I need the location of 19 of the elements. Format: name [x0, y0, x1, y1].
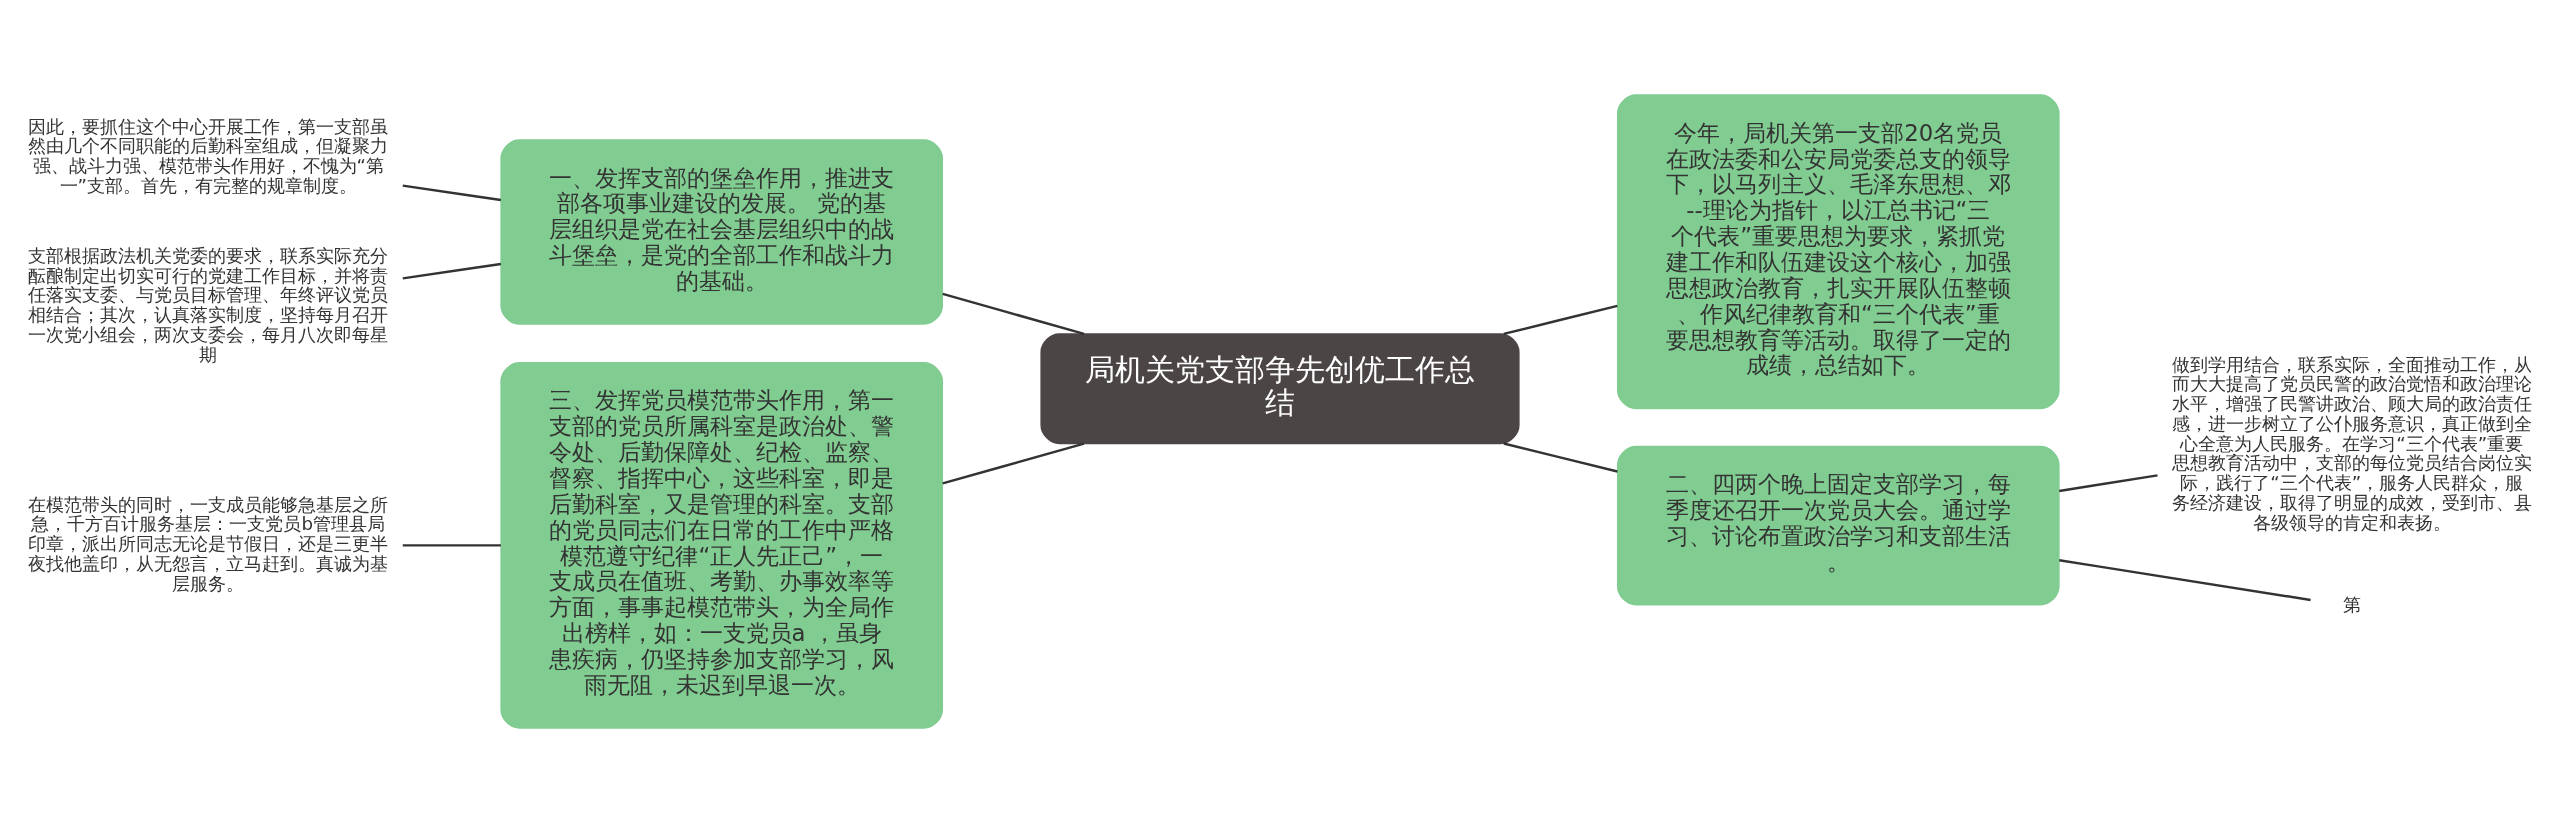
- node-box: 三、发挥党员模范带头作用，第一支部的党员所属科室是政治处、警令处、后勤保障处、纪检、监察、督察、指挥中心，这些科室，即是后勤科室，又是管理的科室。支部的党员同志们在日常的工作中严格模范遵守纪律“正人先正己”，一支成员在值班、考勤、办事效率等方面，事事起模范带头，为全局作出榜样，如：一支党员a ，虽身患疾病，仍坚持参加支部学习，风雨无阻，未迟到早退一次。: [500, 362, 944, 729]
- node-box: 二、四两个晚上固定支部学习，每季度还召开一次党员大会。通过学习、讨论布置政治学习和支部生活。: [1616, 445, 2060, 606]
- connector: [1503, 304, 1618, 336]
- node-text: 做到学用结合，联系实际，全面推动工作，从而大大提高了党员民警的政治觉悟和政治理论水平，增强了民警讲政治、顾大局的政治责任感，进一步树立了公仆服务意识，真正做到全心全意为人民服务。在学习“三个代表”重要思想教育活动中，支部的每位党员结合岗位实际，践行了“三个代表”，服务人民群众，服务经济建设，取得了明显的成效，受到市、县各级领导的肯定和表扬。: [2171, 353, 2532, 533]
- connector: [402, 262, 502, 280]
- connector: [942, 292, 1085, 335]
- connector: [942, 442, 1085, 485]
- connector: [1503, 442, 1618, 473]
- connector: [402, 544, 501, 547]
- node-text: 第: [2342, 593, 2361, 615]
- connector: [402, 184, 502, 202]
- connector: [2059, 559, 2311, 602]
- connector: [2059, 474, 2158, 493]
- node-box: 今年，局机关第一支部20名党员在政法委和公安局党委总支的领导下，以马列主义、毛泽东思想、邓--理论为指针，以江总书记“三个代表”重要思想为要求，紧抓党建工作和队伍建设这个核心，加强思想政治教育，扎实开展队伍整顿、作风纪律教育和“三个代表”重要思想教育等活动。取得了一定的成绩，总结如下。: [1616, 94, 2060, 410]
- node-text: 支部根据政法机关党委的要求，联系实际充分酝酿制定出切实可行的党建工作目标，并将责任落实支委、与党员目标管理、年终评议党员相结合；其次，认真落实制度，坚持每月召开一次党小组会，两次支委会，每月八次即每星期: [28, 244, 389, 365]
- node-text: 因此，要抓住这个中心开展工作，第一支部虽然由几个不同职能的后勤科室组成，但凝聚力强、战斗力强、模范带头作用好，不愧为“第一”支部。首先，有完整的规章制度。: [28, 115, 389, 196]
- node-box: 一、发挥支部的堡垒作用，推进支部各项事业建设的发展。 党的基层组织是党在社会基层组织中的战斗堡垒，是党的全部工作和战斗力的基础。: [500, 139, 944, 325]
- node-box: 局机关党支部争先创优工作总结: [1040, 333, 1520, 445]
- node-text: 在模范带头的同时，一支成员能够急基层之所急，千方百计服务基层：一支党员b管理县局印章，派出所同志无论是节假日，还是三更半夜找他盖印，从无怨言，立马赶到。真诚为基层服务。: [28, 493, 389, 594]
